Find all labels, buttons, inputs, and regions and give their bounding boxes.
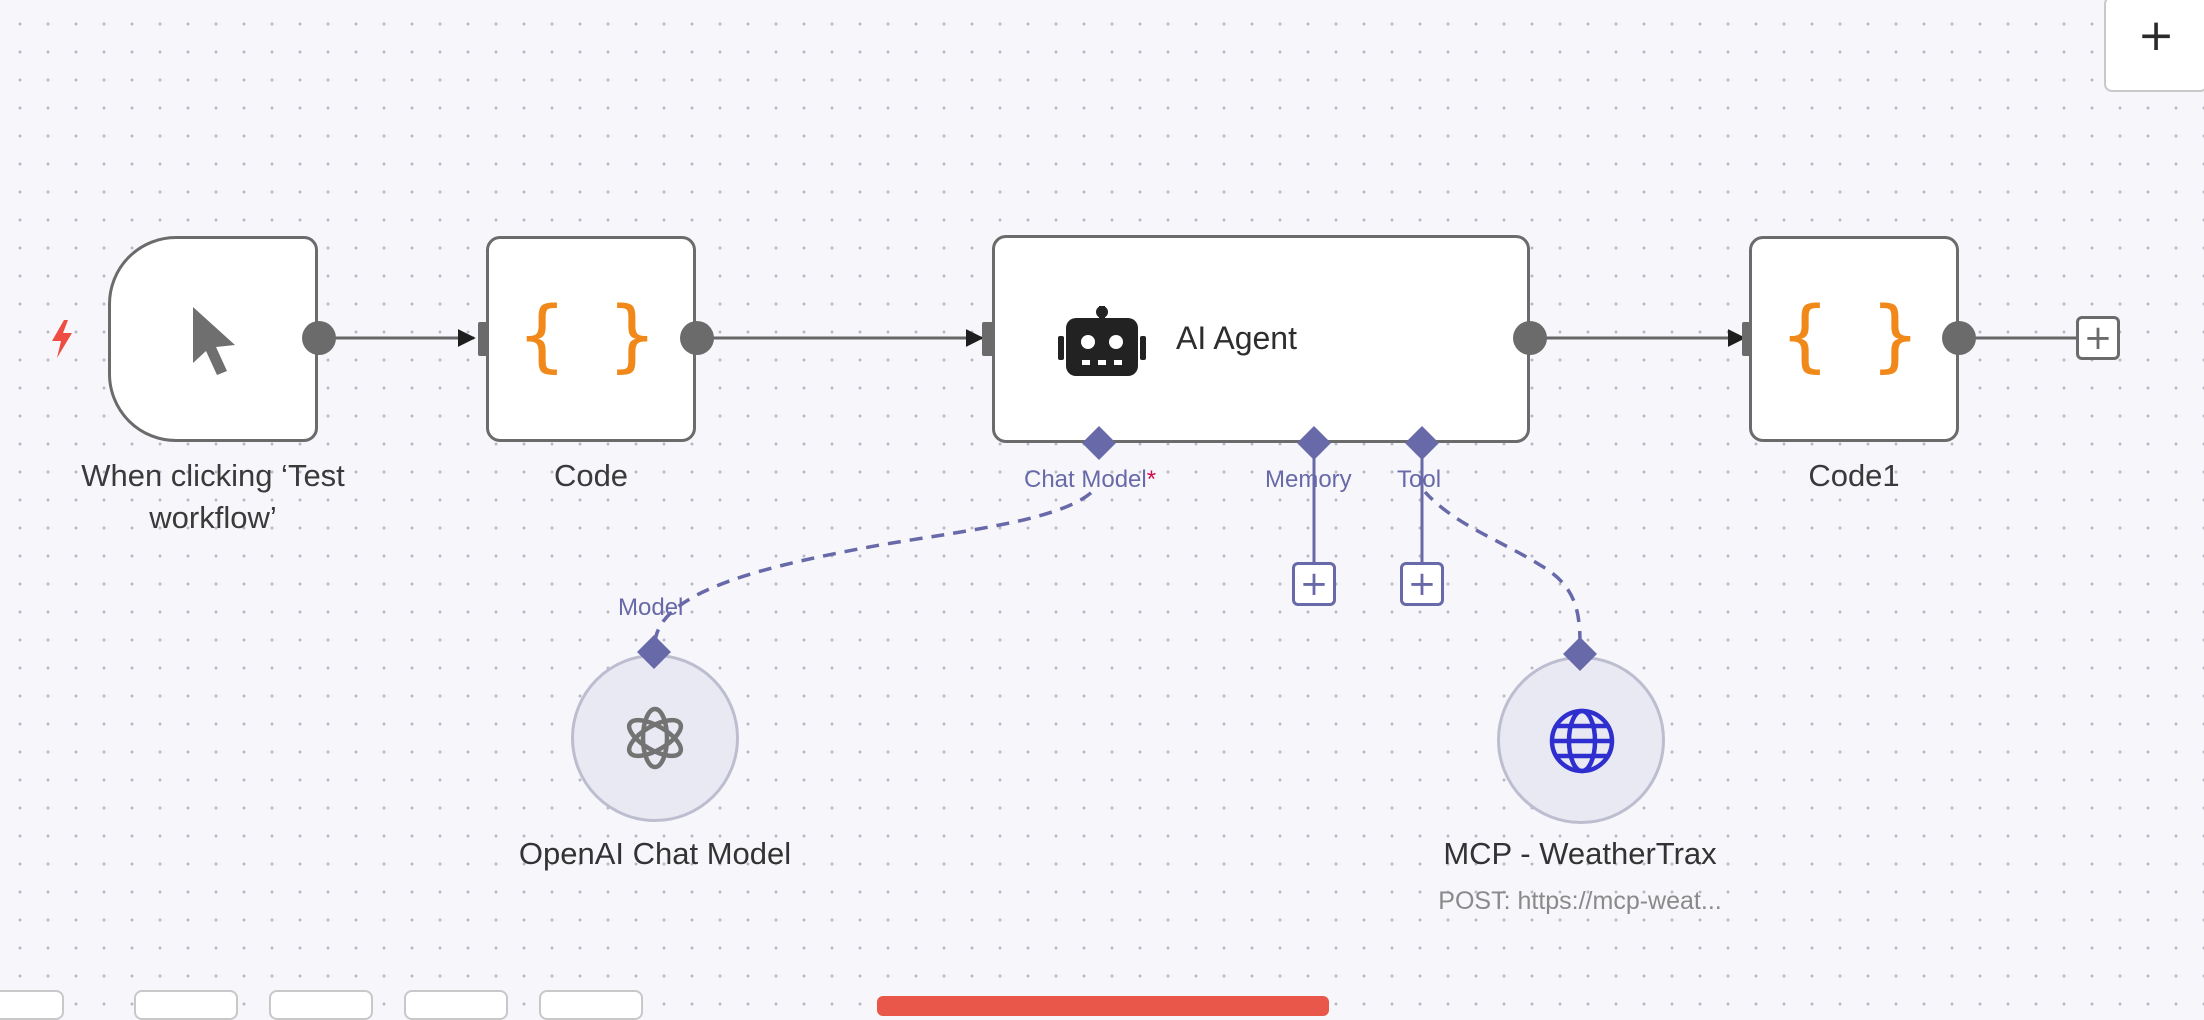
add-node-button[interactable]: + bbox=[2104, 0, 2204, 92]
agent-title: AI Agent bbox=[1176, 320, 1297, 356]
trigger-node[interactable] bbox=[108, 236, 318, 442]
ai-agent-node[interactable]: AI Agent bbox=[992, 235, 1530, 443]
plus-icon: + bbox=[1299, 564, 1329, 604]
add-tool-button[interactable]: + bbox=[1400, 562, 1444, 606]
trigger-lightning-icon bbox=[52, 320, 72, 358]
trigger-node-label: When clicking ‘Test workflow’ bbox=[81, 458, 345, 535]
openai-chat-model-node[interactable] bbox=[571, 654, 739, 822]
code1-output-port[interactable] bbox=[1942, 321, 1976, 355]
add-memory-button[interactable]: + bbox=[1292, 562, 1336, 606]
agent-output-port[interactable] bbox=[1513, 321, 1547, 355]
robot-icon bbox=[1058, 306, 1146, 376]
mcp-weathertrax-node[interactable] bbox=[1497, 656, 1665, 824]
bottom-toolbar-button-3[interactable] bbox=[269, 990, 373, 1020]
trigger-output-port[interactable] bbox=[302, 321, 336, 355]
mcp-node-subtitle: POST: https://mcp-weat... bbox=[1438, 887, 1722, 915]
code-node-label: Code bbox=[553, 458, 629, 493]
mcp-node-label: MCP - WeatherTrax bbox=[1443, 836, 1717, 871]
plus-icon: + bbox=[2137, 10, 2175, 61]
chat-model-port-label: Chat Model* bbox=[1024, 466, 1157, 493]
openai-icon bbox=[626, 706, 684, 770]
braces-icon: { } bbox=[1779, 291, 1929, 381]
memory-port-label: Memory bbox=[1265, 466, 1352, 493]
bottom-toolbar-button-5[interactable] bbox=[539, 990, 643, 1020]
model-port-label: Model bbox=[618, 594, 684, 621]
code-output-port[interactable] bbox=[680, 321, 714, 355]
bottom-toolbar-button-1[interactable] bbox=[0, 990, 64, 1020]
test-workflow-button[interactable] bbox=[877, 996, 1329, 1016]
connection-mcp-agent[interactable] bbox=[1423, 490, 1582, 645]
braces-icon: { } bbox=[516, 291, 666, 381]
bottom-toolbar-button-2[interactable] bbox=[134, 990, 238, 1020]
code1-node[interactable]: { } bbox=[1749, 236, 1959, 442]
openai-node-label: OpenAI Chat Model bbox=[518, 836, 792, 871]
add-next-node-button[interactable]: + bbox=[2076, 316, 2120, 360]
connection-openai-agent[interactable] bbox=[653, 490, 1094, 643]
cursor-icon bbox=[193, 307, 235, 375]
tool-port-label: Tool bbox=[1397, 466, 1442, 493]
required-asterisk: * bbox=[1146, 466, 1157, 493]
code-node[interactable]: { } bbox=[486, 236, 696, 442]
bottom-toolbar-button-4[interactable] bbox=[404, 990, 508, 1020]
plus-icon: + bbox=[2083, 318, 2113, 358]
globe-icon bbox=[1549, 708, 1615, 774]
code1-node-label: Code1 bbox=[1808, 458, 1900, 493]
plus-icon: + bbox=[1407, 564, 1437, 604]
